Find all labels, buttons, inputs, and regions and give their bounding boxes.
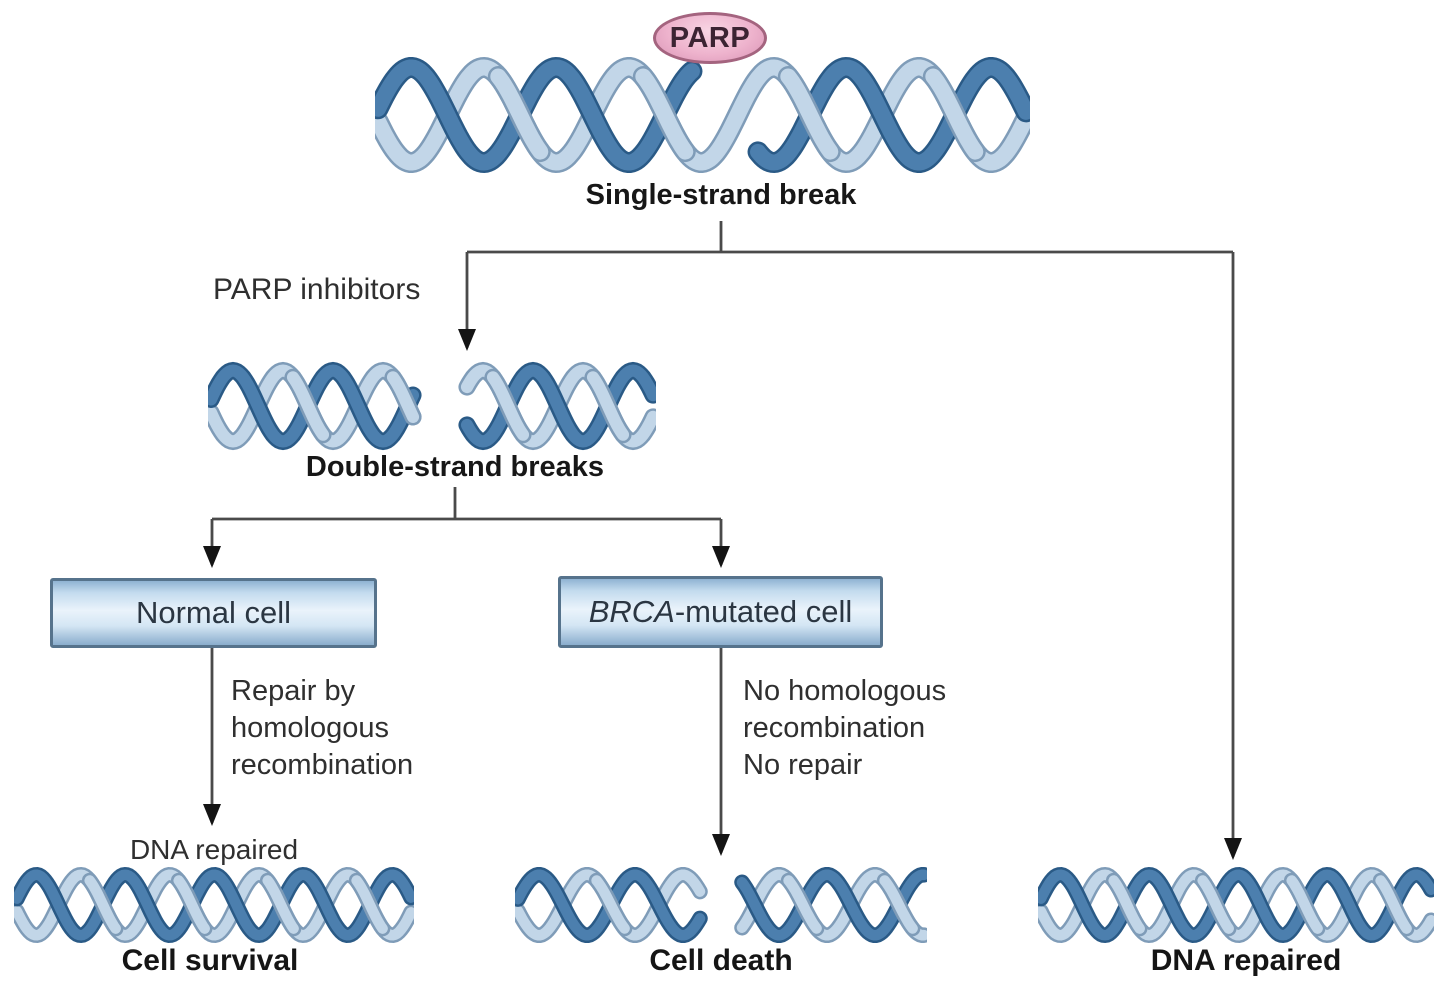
dna-helix-broken-cell-death [515, 867, 927, 943]
dna-repaired-left-label: DNA repaired [129, 834, 299, 865]
brca-mutated-cell-box: BRCA-mutated cell [558, 576, 883, 648]
no-repair-annotation-line3: No repair [743, 749, 863, 781]
repair-annotation-line2: homologous [231, 712, 389, 744]
dna-helix-double-strand-break [208, 361, 656, 451]
no-repair-annotation: No homologous recombination No repair [743, 673, 946, 784]
brca-gene-label: BRCA [588, 594, 675, 629]
repair-annotation-line1: Repair by [231, 675, 356, 707]
dna-helix-repaired-left [14, 866, 414, 944]
repair-annotation: Repair by homologous recombination [231, 673, 413, 784]
normal-cell-box: Normal cell [50, 578, 377, 648]
dna-repaired-right-label: DNA repaired [1150, 944, 1342, 977]
repair-annotation-line3: recombination [231, 749, 414, 781]
cell-death-label: Cell death [649, 944, 793, 977]
dna-helix-single-strand-break [375, 57, 1030, 173]
double-strand-breaks-label: Double-strand breaks [305, 451, 605, 483]
cell-survival-label: Cell survival [121, 944, 299, 977]
no-repair-annotation-line2: recombination [743, 712, 926, 744]
parp-inhibitors-label: PARP inhibitors [213, 273, 421, 306]
normal-cell-label: Normal cell [135, 595, 292, 630]
parp-badge: PARP [653, 12, 767, 64]
parp-label: PARP [669, 21, 751, 54]
no-repair-annotation-line1: No homologous [743, 675, 947, 707]
dna-helix-repaired-right [1038, 866, 1434, 944]
brca-mutated-cell-label: -mutated cell [674, 594, 853, 629]
single-strand-break-label: Single-strand break [585, 179, 857, 211]
